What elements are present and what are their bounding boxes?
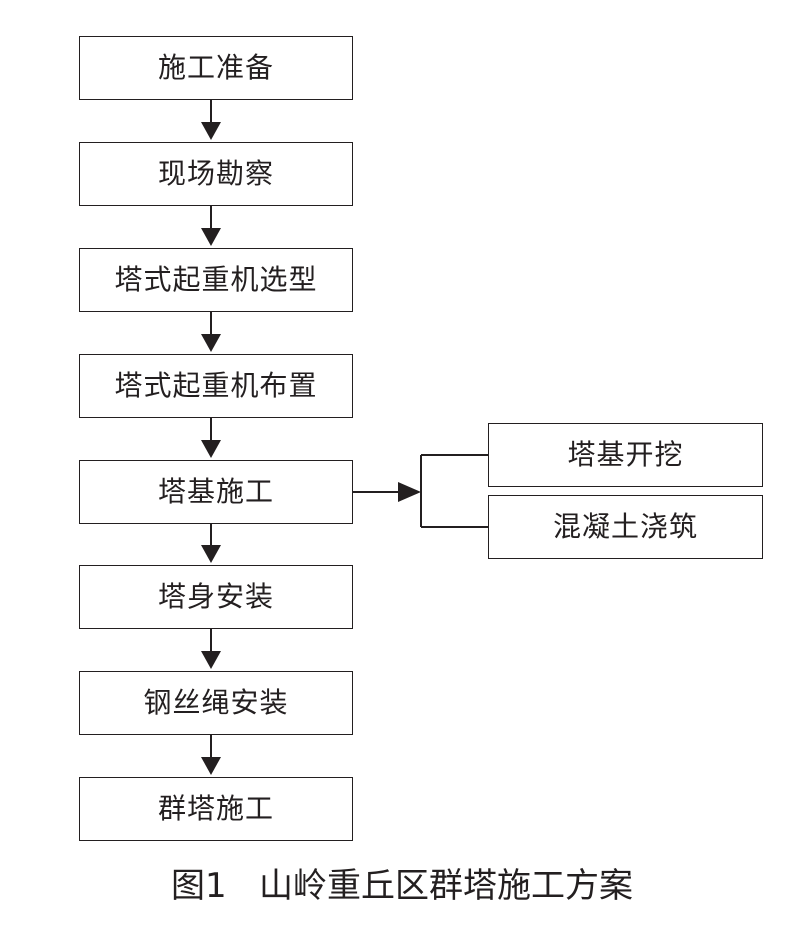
arrowhead-step4 [201, 334, 221, 352]
flow-step-label: 群塔施工 [157, 792, 274, 825]
arrowhead-step6 [201, 545, 221, 563]
flow-step-foundation: 塔基施工 [79, 460, 353, 524]
flow-step-label: 钢丝绳安装 [143, 686, 289, 719]
figure-caption: 图1 山岭重丘区群塔施工方案 [170, 866, 634, 906]
flow-step-crane-layout: 塔式起重机布置 [79, 354, 353, 418]
flow-substep-concrete-pouring: 混凝土浇筑 [488, 495, 763, 559]
flow-step-label: 现场勘察 [157, 157, 274, 190]
arrowhead-step2 [201, 122, 221, 140]
flow-step-label: 施工准备 [157, 51, 274, 84]
flow-step-site-survey: 现场勘察 [79, 142, 353, 206]
flow-substep-label: 塔基开挖 [567, 438, 684, 471]
flow-step-label: 塔式起重机布置 [114, 369, 318, 402]
flow-step-crane-selection: 塔式起重机选型 [79, 248, 353, 312]
flow-step-label: 塔身安装 [157, 580, 274, 613]
arrowhead-step5 [201, 440, 221, 458]
flow-step-wire-rope-install: 钢丝绳安装 [79, 671, 353, 735]
flow-step-preparation: 施工准备 [79, 36, 353, 100]
branch-arrowhead [398, 482, 421, 502]
flow-step-group-construction: 群塔施工 [79, 777, 353, 841]
flow-substep-excavation: 塔基开挖 [488, 423, 763, 487]
flow-step-label: 塔基施工 [157, 475, 274, 508]
arrowhead-step8 [201, 757, 221, 775]
flow-step-tower-install: 塔身安装 [79, 565, 353, 629]
flow-step-label: 塔式起重机选型 [114, 263, 318, 296]
arrowhead-step3 [201, 228, 221, 246]
flow-substep-label: 混凝土浇筑 [552, 510, 698, 543]
arrowhead-step7 [201, 651, 221, 669]
